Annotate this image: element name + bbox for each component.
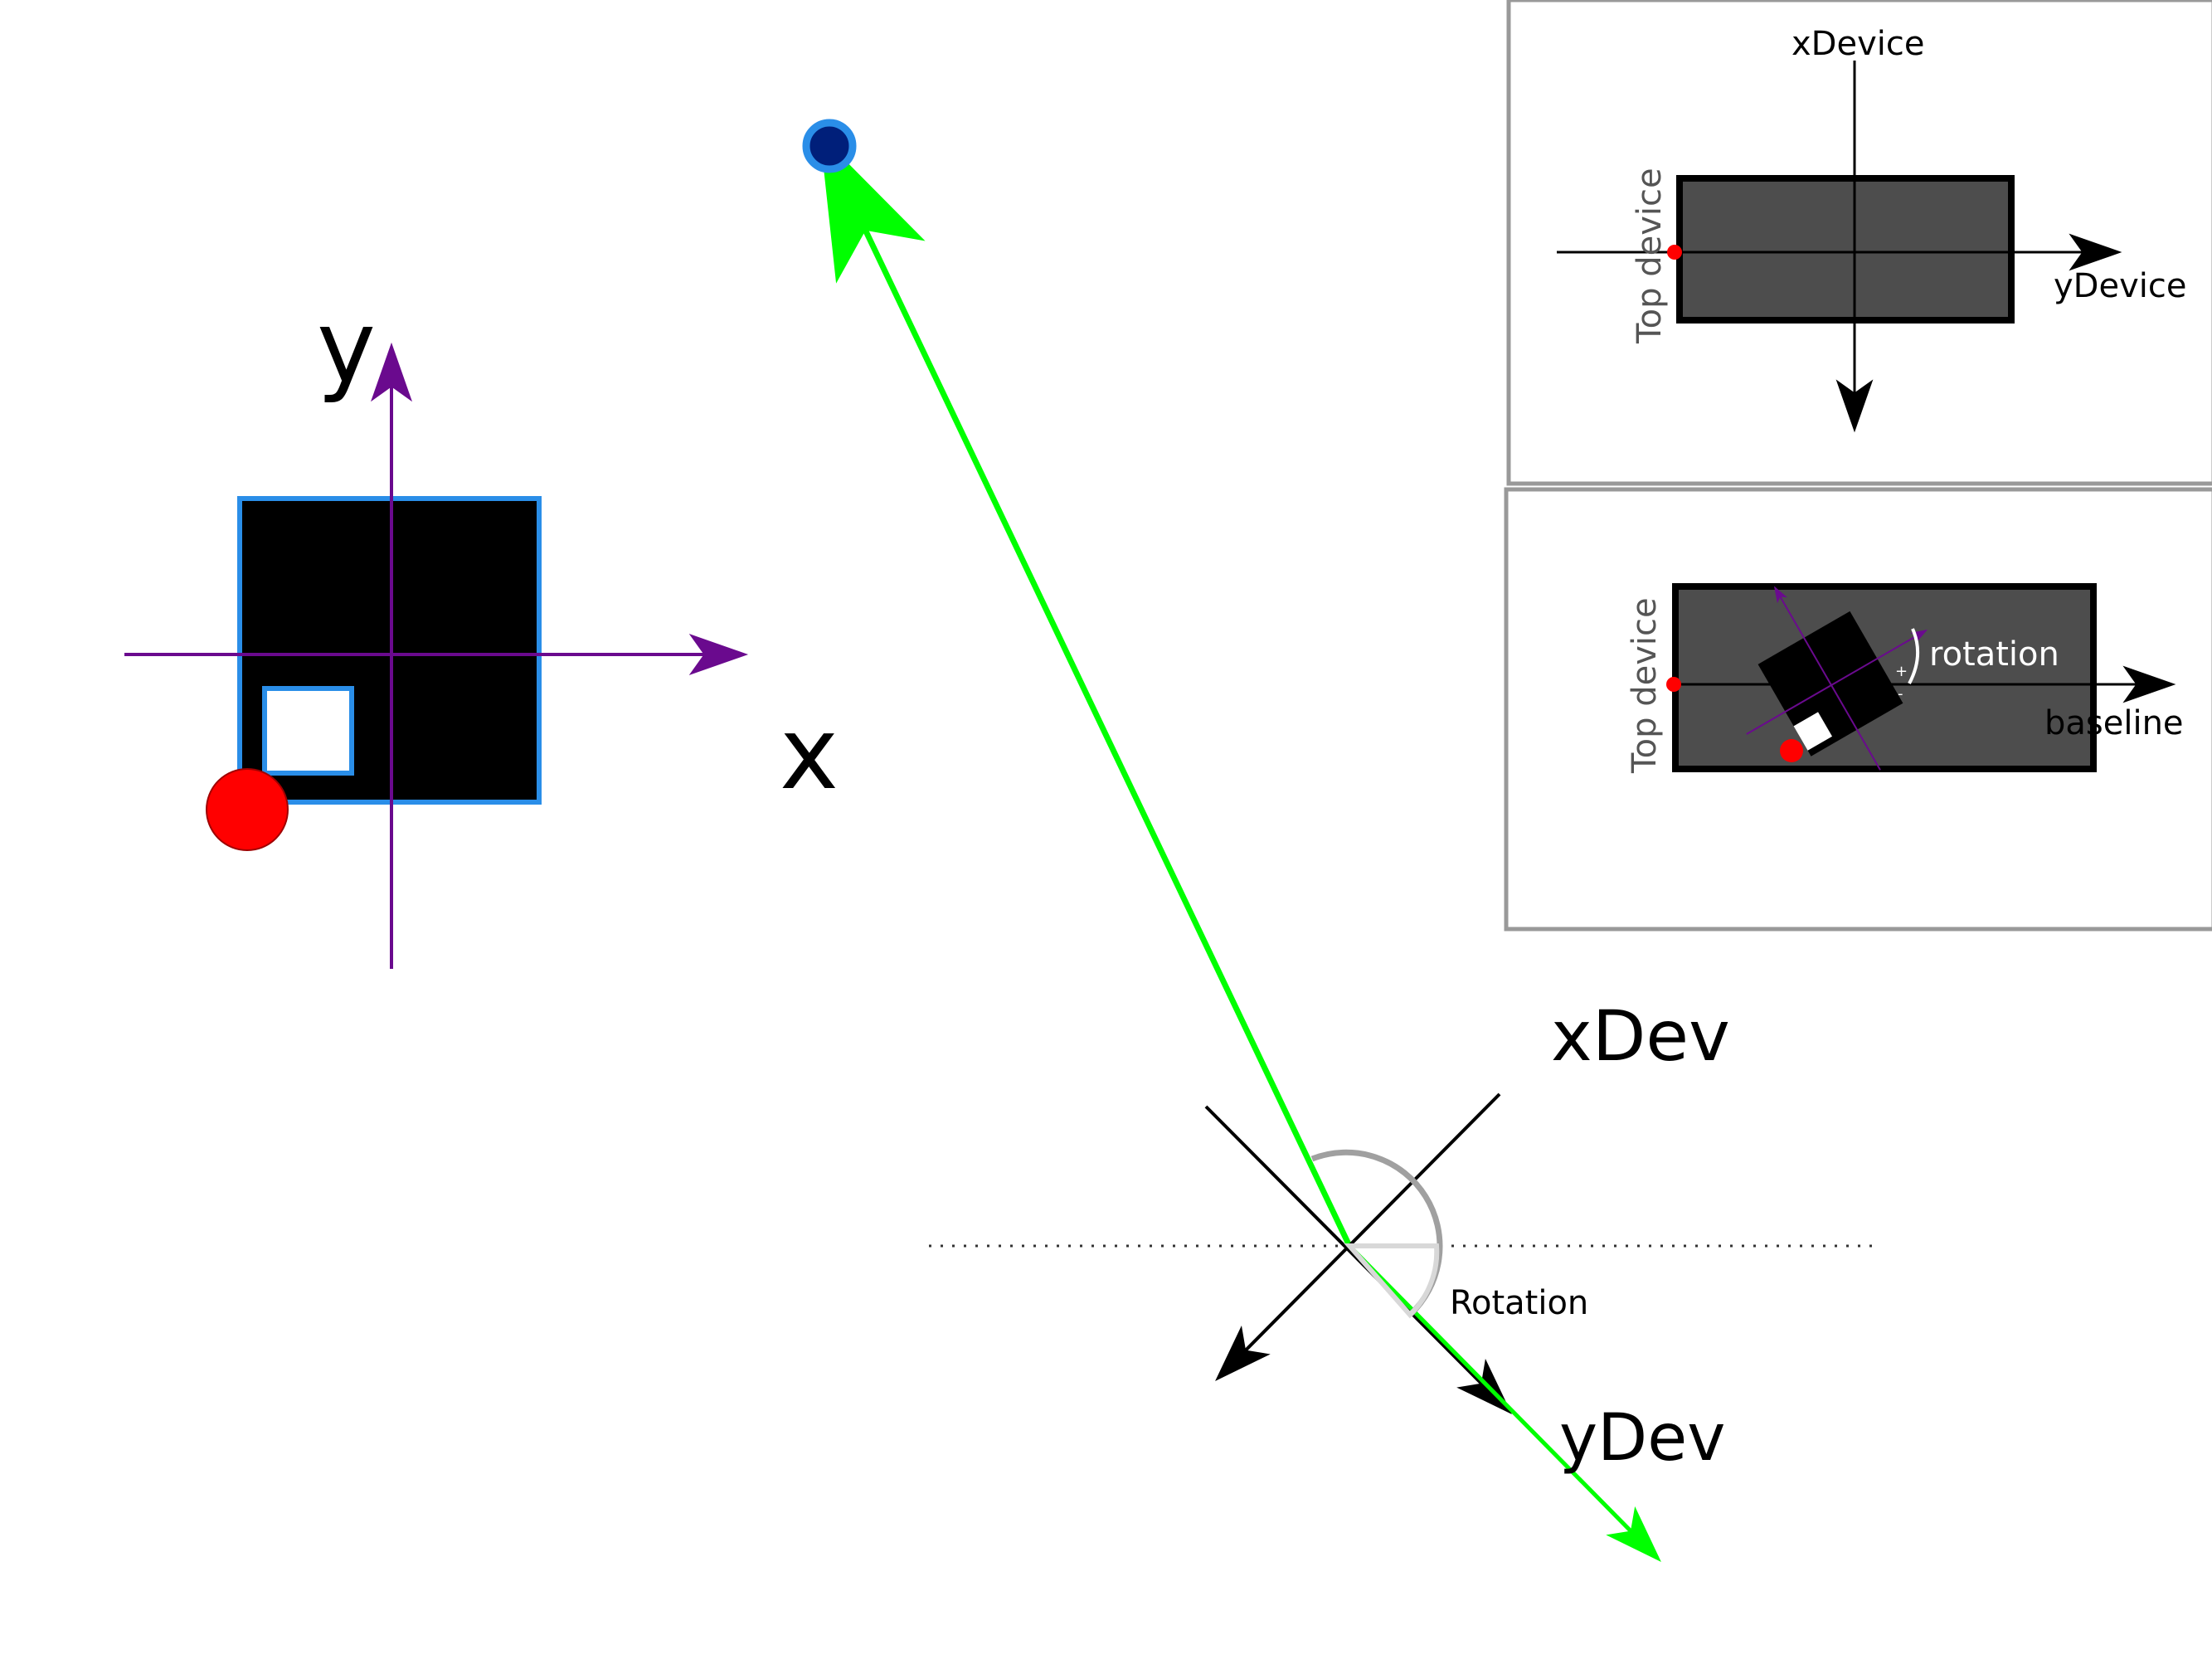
ydev-axis-line [1204, 1105, 1512, 1414]
inset-rotation-frame: + - rotation baseline Top device [1504, 487, 2212, 932]
plus-sign: + [1895, 663, 1908, 680]
x-axis-label: x [780, 697, 839, 812]
rotation-arc-small [1908, 628, 1920, 684]
top-marker-dot [1667, 245, 1682, 260]
y-axis-label: y [317, 290, 376, 406]
rotated-x-axis [1746, 630, 1928, 735]
field-vector [802, 119, 1353, 1248]
ydevice-label: yDevice [2054, 267, 2186, 305]
sensor-figure: y x [124, 290, 839, 969]
rotated-sensor [1746, 586, 1928, 771]
baseline-label: baseline [2044, 704, 2184, 742]
device-body-top [1676, 175, 2015, 324]
green-vector-line [819, 134, 1353, 1248]
ydev-green-line [1348, 1244, 1661, 1562]
xdev-label: xDev [1551, 995, 1730, 1077]
xdev-axis-line [1215, 1092, 1501, 1381]
rotation-small-label: rotation [1929, 635, 2059, 674]
bottom-top-marker-dot [1666, 677, 1681, 692]
rotated-y-axis [1774, 586, 1881, 771]
minus-sign: - [1898, 685, 1903, 703]
inset-device-frame: xDevice yDevice Top device [1506, 0, 2212, 486]
pin1-marker [206, 768, 289, 851]
rotated-pin1-dot [1780, 739, 1803, 762]
ydev-label: yDev [1559, 1401, 1725, 1476]
device-axes-figure: xDev yDev Rotation [929, 995, 1876, 1562]
xdevice-label: xDevice [1791, 25, 1924, 63]
top-device-label: Top device [1631, 168, 1669, 344]
vector-tip-dot [802, 119, 857, 173]
sensor-window [262, 686, 354, 776]
top-device-label-bottom: Top device [1626, 597, 1664, 774]
rotated-sensor-window [1793, 712, 1833, 751]
rotation-arc-inner [1344, 1243, 1440, 1319]
rotation-label: Rotation [1450, 1284, 1588, 1322]
